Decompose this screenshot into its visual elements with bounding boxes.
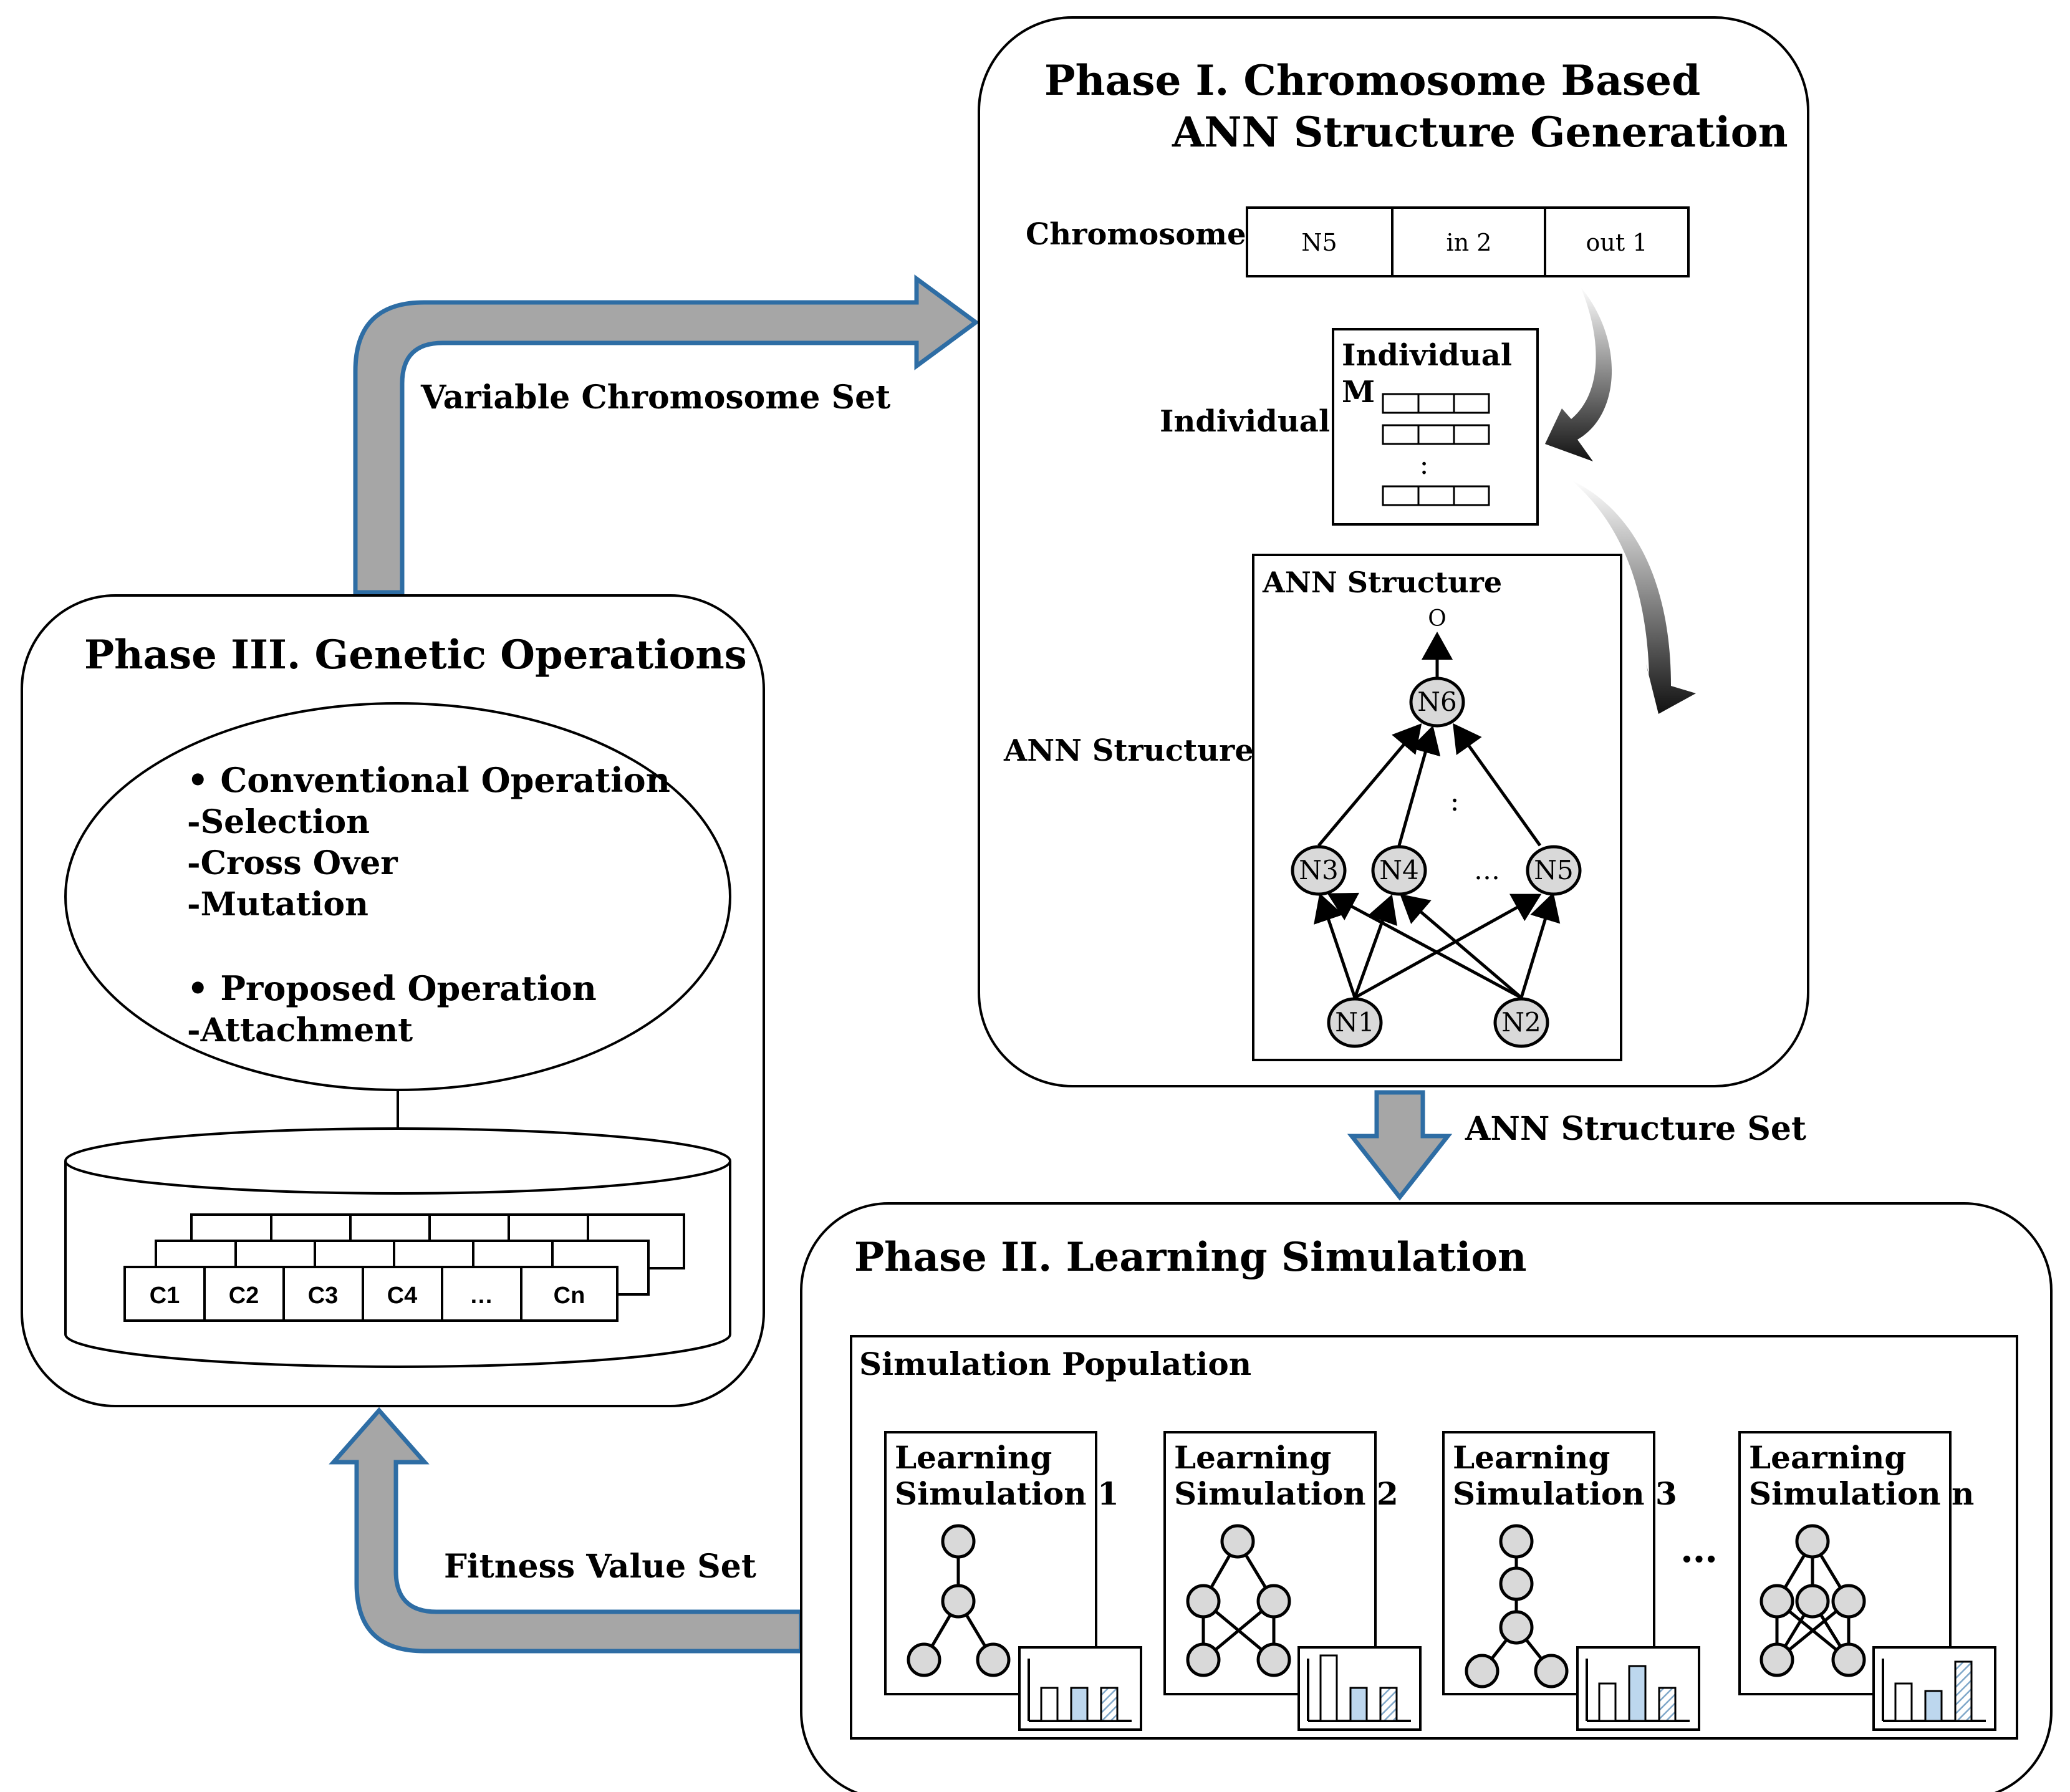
- simulation-1-bar-chart: [1018, 1646, 1142, 1731]
- ann-structure-label: ANN Structure: [1003, 733, 1254, 768]
- ann-node-n1-label: N1: [1335, 1007, 1374, 1038]
- ann-node-n3-label: N3: [1299, 855, 1338, 885]
- front-cell-c2: C2: [229, 1283, 259, 1309]
- fitness-value-arrow: [329, 1407, 804, 1654]
- ann-node-n5: N5: [1526, 845, 1582, 896]
- ann-node-n5-label: N5: [1534, 855, 1573, 885]
- front-cell-c1: C1: [150, 1283, 180, 1309]
- simulation-card-1: Learning Simulation 1: [884, 1431, 1142, 1731]
- front-cell-cn: Cn: [554, 1283, 585, 1309]
- simulation-1-line2: Simulation 1: [895, 1475, 1119, 1512]
- ann-node-n4: N4: [1371, 845, 1427, 896]
- individual-chromosome-rows: [1382, 393, 1490, 506]
- phase1-title-line1: Phase I. Chromosome Based: [1044, 56, 1700, 105]
- front-cell-c4: C4: [387, 1283, 418, 1309]
- ann-node-n6-label: N6: [1417, 686, 1456, 717]
- simulation-1-network: [907, 1524, 1011, 1677]
- ann-edges: [1314, 632, 1561, 1000]
- chromosome-cell-2: in 2: [1447, 229, 1492, 256]
- ann-nodes: N6 N3 N4 N5 N1 N2: [1291, 677, 1582, 1048]
- ann-node-n2-label: N2: [1501, 1007, 1541, 1038]
- ann-structure-set-arrow: [1347, 1090, 1453, 1201]
- individual-box-title: Individual: [1342, 338, 1512, 373]
- conventional-item-mutation: -Mutation: [187, 885, 368, 923]
- simulation-n-bar-chart: [1872, 1646, 1996, 1731]
- simulation-3-bar-chart: [1576, 1646, 1700, 1731]
- simulation-2-line1: Learning: [1174, 1439, 1331, 1476]
- variable-chromosome-arrow: [353, 274, 980, 595]
- individual-vertical-dots: :: [1420, 449, 1429, 481]
- simulation-3-network: [1465, 1524, 1569, 1688]
- simulation-card-3: Learning Simulation 3: [1442, 1431, 1700, 1731]
- phase1-title-line2: ANN Structure Generation: [1172, 108, 1788, 157]
- ann-node-n3: N3: [1291, 845, 1347, 896]
- simulation-population-label: Simulation Population: [859, 1346, 1251, 1382]
- ann-output-label: O: [1428, 606, 1447, 632]
- front-cell-c3: C3: [308, 1283, 339, 1309]
- chromosome-bar: N5 in 2 out 1: [1246, 206, 1690, 277]
- conventional-item-selection: -Selection: [187, 803, 370, 841]
- ann-node-n6: N6: [1409, 677, 1465, 728]
- curved-arrow-chromosome-to-individual: [1545, 287, 1612, 461]
- phase3-title: Phase III. Genetic Operations: [84, 632, 747, 678]
- front-cell-ellipsis: …: [469, 1283, 493, 1309]
- chromosome-cell-1: N5: [1301, 229, 1337, 256]
- simulation-2-network: [1186, 1524, 1291, 1677]
- simulation-card-n: Learning Simulation n: [1738, 1431, 1996, 1731]
- simulation-3-line2: Simulation 3: [1453, 1475, 1677, 1512]
- chromosome-card-front: C1 C2 C3 C4 … Cn: [123, 1266, 619, 1322]
- curved-arrow-individual-to-ann: [1571, 480, 1696, 714]
- simulation-card-2: Learning Simulation 2: [1163, 1431, 1422, 1731]
- proposed-operation-heading: • Proposed Operation: [187, 968, 597, 1008]
- ann-node-n4-label: N4: [1379, 855, 1418, 885]
- simulation-3-line1: Learning: [1453, 1439, 1610, 1476]
- simulation-2-line2: Simulation 2: [1174, 1475, 1398, 1512]
- simulations-ellipsis: …: [1680, 1528, 1718, 1571]
- simulation-n-line1: Learning: [1749, 1439, 1906, 1476]
- simulation-1-line1: Learning: [895, 1439, 1052, 1476]
- proposed-item-attachment: -Attachment: [187, 1011, 413, 1049]
- fitness-value-set-label: Fitness Value Set: [444, 1548, 756, 1586]
- conventional-item-crossover: -Cross Over: [187, 844, 398, 882]
- conventional-operation-heading: • Conventional Operation: [187, 760, 670, 800]
- simulation-2-bar-chart: [1297, 1646, 1422, 1731]
- ann-hidden-ellipsis: …: [1474, 855, 1500, 885]
- simulation-n-line2: Simulation n: [1749, 1475, 1974, 1512]
- phase2-title: Phase II. Learning Simulation: [854, 1234, 1527, 1281]
- individual-box-m: M: [1342, 375, 1375, 410]
- ann-node-n2: N2: [1493, 997, 1549, 1048]
- chromosome-label: Chromosome: [1026, 217, 1246, 252]
- individual-label: Individual: [1160, 404, 1330, 439]
- ann-structure-box-title: ANN Structure: [1262, 566, 1502, 599]
- ann-structure-set-label: ANN Structure Set: [1465, 1110, 1806, 1148]
- chromosome-cell-3: out 1: [1586, 229, 1648, 256]
- variable-chromosome-set-label: Variable Chromosome Set: [420, 378, 890, 417]
- ann-node-n1: N1: [1327, 997, 1383, 1048]
- ann-vertical-dots: :: [1450, 786, 1460, 817]
- simulation-n-network: [1760, 1524, 1866, 1677]
